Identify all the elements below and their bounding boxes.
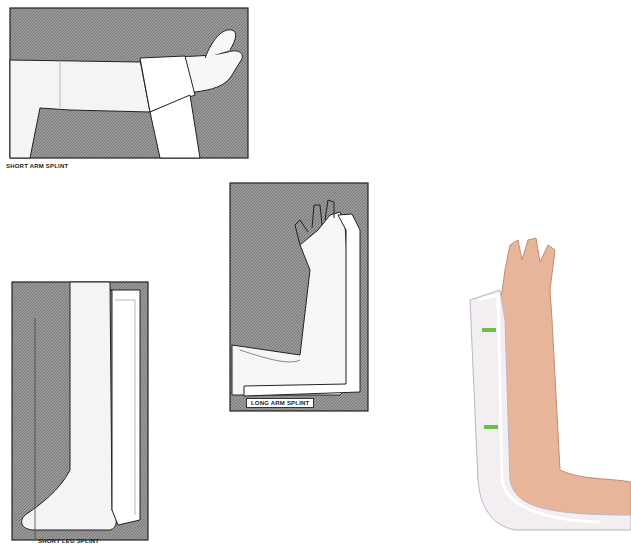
short-arm-illustration bbox=[10, 8, 248, 158]
splint-photo bbox=[470, 238, 631, 530]
figure-caption: SHORT LEG SPLINT bbox=[38, 538, 99, 544]
long-arm-illustration bbox=[230, 183, 368, 411]
tape-mark bbox=[484, 425, 498, 429]
tape-mark bbox=[482, 328, 496, 332]
figure-caption: SHORT ARM SPLINT bbox=[6, 163, 68, 169]
figure-caption: LONG ARM SPLINT bbox=[246, 398, 314, 408]
short-leg-illustration bbox=[12, 282, 148, 540]
